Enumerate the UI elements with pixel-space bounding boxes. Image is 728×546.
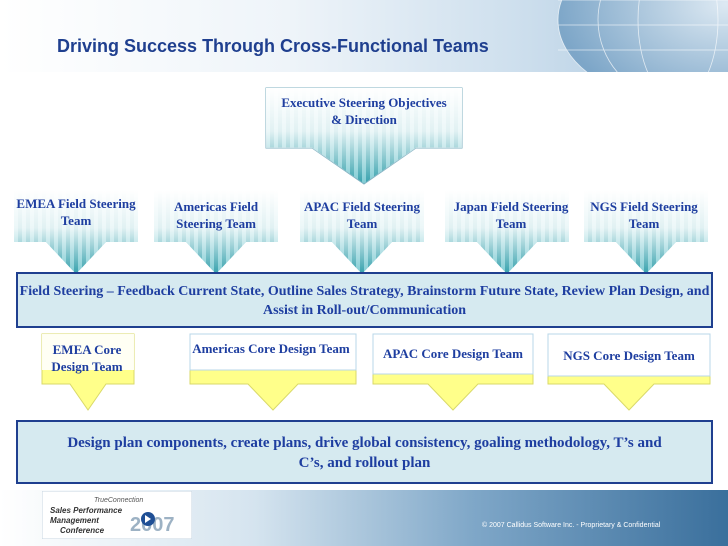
- svg-text:Conference: Conference: [60, 526, 105, 535]
- svg-text:TrueConnection: TrueConnection: [94, 497, 143, 504]
- field-team-ngs: NGS Field Steering Team: [590, 199, 698, 231]
- field-team-americas: Americas Field Steering Team: [173, 199, 259, 231]
- core-arrow-americas: [189, 333, 357, 411]
- field-team-apac: APAC Field Steering Team: [303, 199, 421, 231]
- field-steering-box: Field Steering – Feedback Current State,…: [16, 272, 713, 328]
- svg-text:Management: Management: [50, 516, 99, 525]
- core-team-apac: APAC Core Design Team: [383, 346, 523, 361]
- executive-arrow: [265, 87, 463, 185]
- design-plan-box: Design plan components, create plans, dr…: [16, 420, 713, 484]
- core-team-americas: Americas Core Design Team: [192, 341, 350, 356]
- field-arrow-americas: [154, 190, 278, 274]
- design-plan-text: Design plan components, create plans, dr…: [67, 435, 662, 471]
- field-team-japan: Japan Field Steering Team: [453, 199, 569, 231]
- field-steering-text: Field Steering – Feedback Current State,…: [19, 284, 710, 318]
- page-title: Driving Success Through Cross-Functional…: [57, 36, 489, 56]
- field-team-emea: EMEA Field Steering Team: [16, 196, 136, 228]
- core-team-emea: EMEA Core Design Team: [51, 342, 123, 374]
- svg-text:Sales Performance: Sales Performance: [50, 506, 123, 515]
- executive-steering-label: Executive Steering Objectives & Directio…: [281, 95, 447, 127]
- core-team-ngs: NGS Core Design Team: [563, 348, 695, 363]
- core-arrow-apac: [372, 333, 534, 411]
- core-arrow-emea: [41, 333, 135, 411]
- globe-graphic: [557, 0, 728, 72]
- field-arrow-japan: [445, 190, 569, 274]
- field-arrow-ngs: [584, 190, 708, 274]
- field-arrow-apac: [300, 190, 424, 274]
- conference-logo-graphic: TrueConnection Sales Performance Managem…: [41, 490, 193, 540]
- core-arrow-ngs: [547, 333, 711, 411]
- copyright-text: © 2007 Callidus Software Inc. - Propriet…: [482, 522, 661, 529]
- conference-logo: TrueConnection Sales Performance Managem…: [41, 490, 193, 540]
- header-band: Driving Success Through Cross-Functional…: [0, 0, 728, 72]
- field-arrow-emea: [14, 190, 138, 274]
